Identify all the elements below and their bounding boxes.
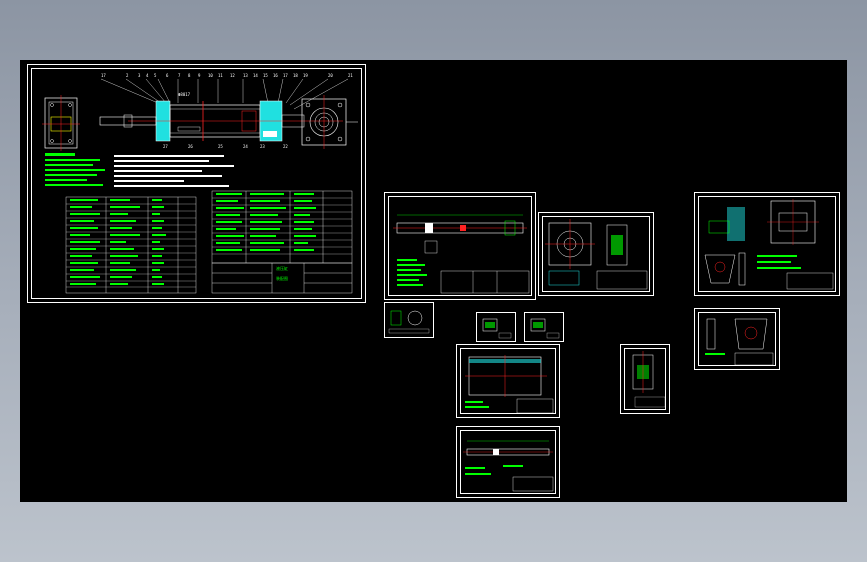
detail-graphics xyxy=(632,351,666,408)
detail-sheet-flange[interactable] xyxy=(694,192,840,296)
leader-number: 26 xyxy=(188,144,193,149)
leader-number: 20 xyxy=(328,73,333,78)
leader-number: 8 xyxy=(188,73,191,78)
leader-number: 25 xyxy=(218,144,223,149)
leader-number: 24 xyxy=(243,144,248,149)
detail-sheet-rod[interactable] xyxy=(456,426,560,498)
leader-number: 11 xyxy=(218,73,223,78)
leader-number: 19 xyxy=(303,73,308,78)
leader-number: 10 xyxy=(208,73,213,78)
detail-graphics xyxy=(705,318,774,366)
leader-number: 7 xyxy=(178,73,181,78)
detail-graphics xyxy=(465,355,554,414)
leader-number: 27 xyxy=(163,144,168,149)
detail-sheet-gland[interactable] xyxy=(620,344,670,414)
dimension-label-top: Φ8017 xyxy=(178,92,191,97)
leader-number: 18 xyxy=(293,73,298,78)
leader-number: 9 xyxy=(198,73,201,78)
detail-sheet-small-3[interactable] xyxy=(524,312,564,342)
detail-sheet-end-cap[interactable] xyxy=(538,212,654,296)
sheet-inner-frame xyxy=(31,68,362,299)
sheet-inner-frame xyxy=(460,348,556,414)
leader-number: 21 xyxy=(348,73,353,78)
title-block-subtitle: 装配图 xyxy=(276,276,288,281)
detail-graphics xyxy=(545,219,648,290)
sheet-inner-frame xyxy=(698,312,776,366)
leader-number: 6 xyxy=(166,73,169,78)
detail-sheet-small-1[interactable] xyxy=(384,302,434,338)
leader-number: 17 xyxy=(101,73,106,78)
leader-number: 13 xyxy=(243,73,248,78)
detail-sheet-small-2[interactable] xyxy=(476,312,516,342)
title-block-name: 液压缸 xyxy=(276,266,288,271)
detail-sheet-barrel[interactable] xyxy=(456,344,560,418)
detail-sheet-piston-rod[interactable] xyxy=(384,192,536,300)
leader-number: 4 xyxy=(146,73,149,78)
sheet-inner-frame xyxy=(542,216,650,292)
leader-number: 23 xyxy=(260,144,265,149)
leader-number: 2 xyxy=(126,73,129,78)
detail-graphics xyxy=(704,199,834,290)
sheet-inner-frame xyxy=(388,196,532,296)
leader-number: 16 xyxy=(273,73,278,78)
leader-number: 17 xyxy=(283,73,288,78)
detail-sheet-bracket[interactable] xyxy=(694,308,780,370)
sheet-inner-frame xyxy=(460,430,556,494)
leader-number: 15 xyxy=(263,73,268,78)
leader-number: 14 xyxy=(253,73,258,78)
detail-graphics xyxy=(482,318,512,339)
leader-number: 12 xyxy=(230,73,235,78)
detail-graphics xyxy=(463,440,554,492)
sheet-inner-frame xyxy=(698,196,836,292)
detail-graphics xyxy=(393,214,530,294)
assembly-drawing-graphics xyxy=(42,78,358,294)
leader-number: 3 xyxy=(138,73,141,78)
leader-number: 5 xyxy=(154,73,157,78)
sheet-inner-frame xyxy=(624,348,666,410)
detail-graphics xyxy=(530,318,560,339)
detail-graphics xyxy=(388,310,430,334)
leader-number: 22 xyxy=(283,144,288,149)
